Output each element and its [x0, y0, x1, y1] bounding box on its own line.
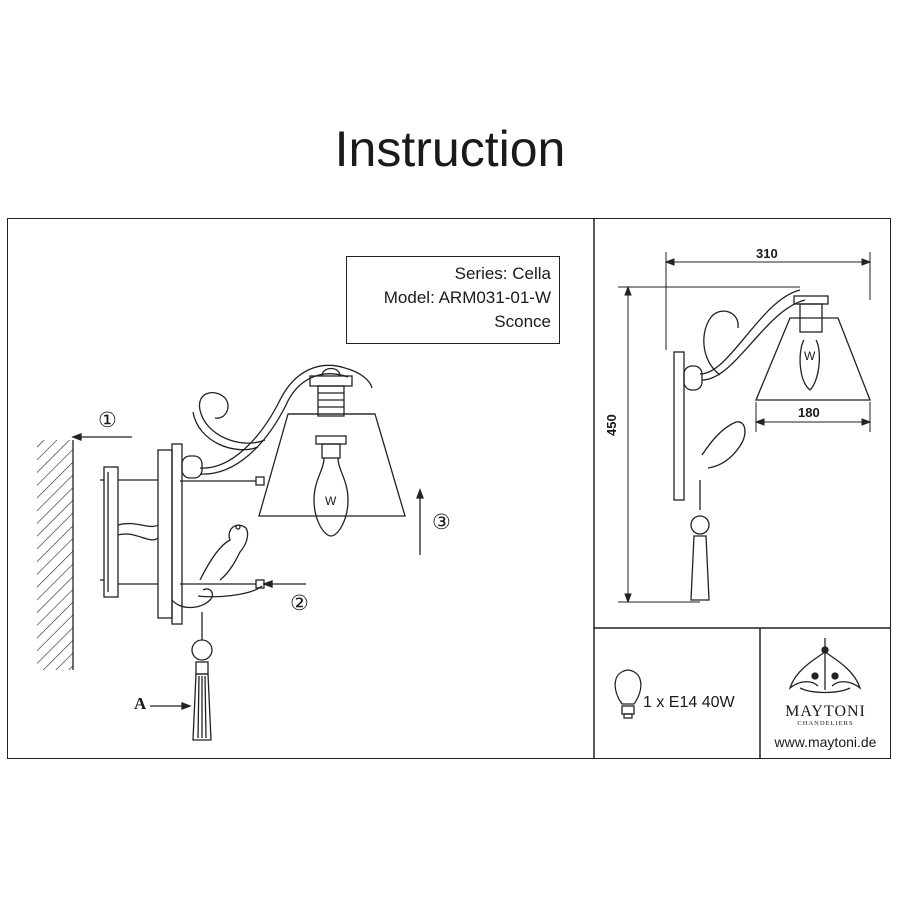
- bulb-icon: [614, 669, 642, 719]
- mounting-plate: [100, 466, 159, 598]
- brand-website[interactable]: www.maytoni.de: [774, 734, 877, 750]
- arrow-a-label: A: [134, 694, 147, 713]
- tassel: [191, 612, 213, 741]
- instruction-frame: [7, 218, 891, 759]
- dimension-height: 450: [604, 414, 619, 436]
- maytoni-logo-icon: [788, 638, 862, 694]
- dimension-shade: 180: [798, 405, 820, 420]
- series-label: Series: Cella: [454, 264, 551, 283]
- screws: [180, 476, 265, 589]
- lamp-socket: [309, 367, 353, 459]
- model-label: Model: ARM031-01-W: [383, 288, 551, 307]
- backplate: [157, 443, 203, 625]
- wall-hatch: [37, 440, 74, 670]
- bulb-drawing: [313, 457, 349, 537]
- bulb-spec: 1 x E14 40W: [643, 694, 735, 711]
- brand-name: MAYTONI: [785, 703, 866, 720]
- bulb-letter-side: W: [804, 349, 816, 363]
- dimension-width: 310: [756, 246, 778, 261]
- side-view: [673, 289, 871, 601]
- step-1-label: ①: [98, 408, 117, 432]
- type-label: Sconce: [494, 312, 551, 331]
- bulb-letter-main: W: [325, 494, 337, 508]
- lamp-shade: [258, 413, 406, 517]
- step-3-label: ③: [432, 510, 451, 534]
- lamp-arm: [192, 364, 373, 475]
- step-2-label: ②: [290, 591, 309, 615]
- page-title: Instruction: [334, 121, 566, 177]
- dimension-lines: [618, 252, 872, 604]
- brand-tagline: CHANDELIERS: [797, 720, 854, 727]
- product-info-box: Series: Cella Model: ARM031-01-W Sconce: [346, 256, 560, 344]
- bird-ornament: [171, 524, 263, 609]
